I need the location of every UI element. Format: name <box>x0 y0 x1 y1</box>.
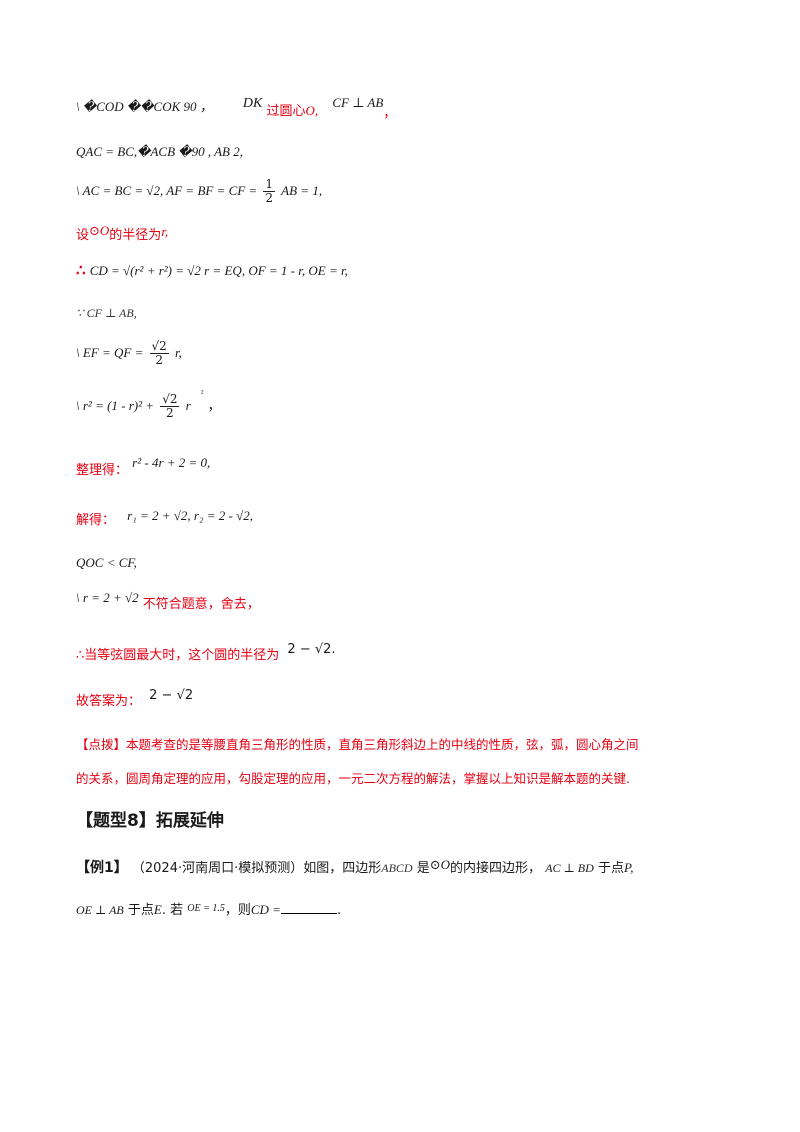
fraction-denominator: 2 <box>166 406 174 420</box>
text: O, <box>305 103 319 118</box>
fraction-numerator: 1 <box>263 177 276 192</box>
text: \ �COD ��COK 90 ， <box>76 99 213 114</box>
text: 整理得： <box>76 463 129 478</box>
answer-blank[interactable] <box>280 901 337 914</box>
text: \ AC = BC = √2, AF = BF = CF = <box>76 183 258 198</box>
text: 是 <box>416 861 430 876</box>
text: CD = <box>250 902 281 917</box>
text: ² <box>200 388 204 398</box>
text: 不符合题意，舍去， <box>142 597 260 612</box>
tip-line-1: 【点拨】本题考查的是等腰直角三角形的性质，直角三角形斜边上的中线的性质，弦，弧，… <box>76 737 639 752</box>
text: \ EF = QF = <box>76 345 144 360</box>
text: 的半径为 <box>109 228 162 243</box>
fraction-denominator: 2 <box>265 191 274 205</box>
text: r <box>185 398 191 413</box>
solution-line-11: QOC < CF, <box>76 555 137 570</box>
fraction-numerator: √2 <box>149 339 169 354</box>
text: 过圆心 <box>266 104 306 119</box>
fraction-denominator: 2 <box>155 353 163 367</box>
text: \ r² = (1 - r)² + <box>76 398 155 413</box>
text: （2024·河南周口·模拟预测）如图，四边形 <box>131 861 382 876</box>
example-line-2: OE ⊥ AB 于点E. 若 OE = 1.5，则CD =. <box>76 900 341 922</box>
text: 故答案为： <box>76 694 142 709</box>
text: 设 <box>76 228 90 243</box>
text: AB = 1, <box>281 183 323 198</box>
solution-line-12: \ r = 2 + √2 不符合题意，舍去， <box>76 588 260 612</box>
text: ， <box>383 106 397 121</box>
text: AC ⊥ BD <box>545 861 594 875</box>
text: r² - 4r + 2 = 0, <box>132 455 211 470</box>
text: r₁ = 2 + √2, r₂ = 2 - √2, <box>127 508 253 523</box>
text: \ r = 2 + √2 <box>76 590 139 605</box>
text: ， <box>207 399 221 414</box>
section-heading: 【题型8】拓展延伸 <box>76 811 224 831</box>
solution-line-1: \ �COD ��COK 90 ， DK 过圆心O, CF ⊥ AB， <box>76 95 397 121</box>
text: ABCD <box>381 861 413 875</box>
text: CF ⊥ AB <box>332 95 384 110</box>
text: . 若 <box>161 903 184 918</box>
text: r, <box>161 224 169 239</box>
text: 于点 <box>127 903 154 918</box>
solution-line-4: 设⊙O的半径为r, <box>76 223 169 246</box>
text: CD = √(r² + r²) = √2 r = EQ, OF = 1 - r,… <box>89 263 348 278</box>
fraction-numerator: √2 <box>160 392 180 407</box>
therefore-symbol: ∴ <box>76 261 86 279</box>
solution-line-14: 故答案为： 2 − √2 <box>76 686 194 709</box>
text: P, <box>623 860 634 875</box>
example-line-1: 【例1】 （2024·河南周口·模拟预测）如图，四边形ABCD 是⊙O的内接四边… <box>76 857 634 879</box>
text: ⊙O <box>89 223 110 238</box>
text: E <box>153 902 162 917</box>
text: 解得： <box>76 513 116 528</box>
text: OE ⊥ AB <box>76 903 124 917</box>
solution-line-13: ∴当等弦圆最大时，这个圆的半径为 2 − √2. <box>76 640 336 663</box>
solution-line-9: 整理得： r² - 4r + 2 = 0, <box>76 455 211 478</box>
text: ∴当等弦圆最大时，这个圆的半径为 <box>76 648 280 663</box>
example-label: 【例1】 <box>76 860 128 876</box>
solution-line-2: QAC = BC,�ACB �90 , AB 2, <box>76 144 243 159</box>
text: OE = 1.5 <box>187 903 225 914</box>
text: 于点 <box>597 861 624 876</box>
text: r, <box>174 345 182 360</box>
text: ，则 <box>224 903 251 918</box>
solution-line-6: ∵ CF ⊥ AB, <box>76 306 137 320</box>
text: 2 − √2 <box>149 688 194 703</box>
text: . <box>336 903 342 918</box>
text: 的内接四边形， <box>450 861 542 876</box>
text: ⊙O <box>429 857 451 872</box>
text: 2 − √2. <box>287 642 336 657</box>
tip-line-2: 的关系，圆周角定理的应用，勾股定理的应用，一元二次方程的解法，掌握以上知识是解本… <box>76 771 630 786</box>
solution-line-5: ∴ CD = √(r² + r²) = √2 r = EQ, OF = 1 - … <box>76 260 348 282</box>
text: DK <box>242 96 263 111</box>
solution-line-10: 解得： r₁ = 2 + √2, r₂ = 2 - √2, <box>76 506 253 528</box>
